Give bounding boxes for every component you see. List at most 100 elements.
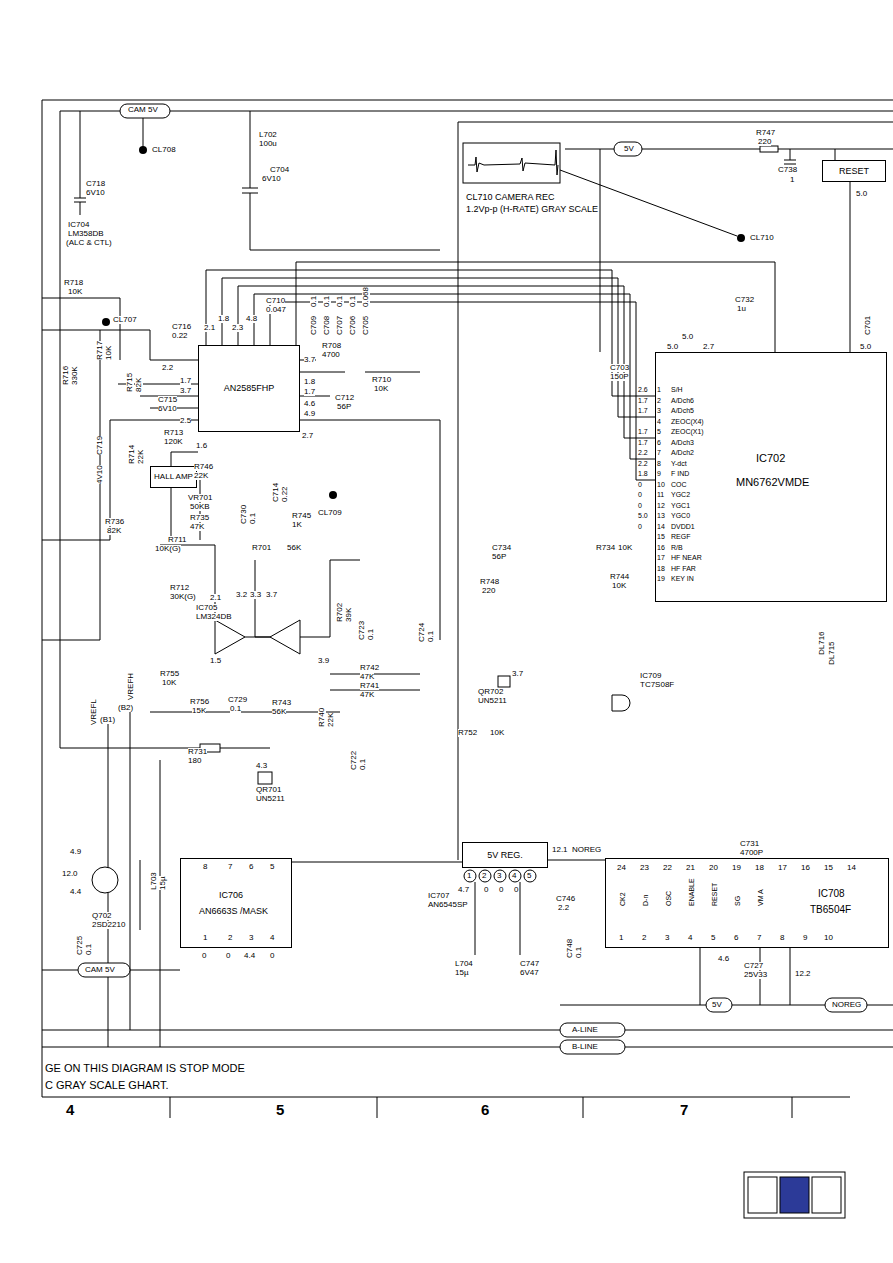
schematic-label: 5 [711, 934, 715, 942]
schematic-label: 4.4 [244, 952, 255, 960]
schematic-label: 6V10 [158, 405, 177, 413]
component-symbol [120, 104, 170, 118]
schematic-label: 0 [202, 952, 206, 960]
schematic-label: 2.5 [180, 417, 191, 425]
schematic-label: R712 [170, 584, 189, 592]
schematic-label: 180 [188, 757, 201, 765]
schematic-label: 0.1 [336, 296, 344, 307]
schematic-label: C708 [323, 316, 331, 335]
schematic-label: R746 [194, 463, 213, 471]
schematic-label: C723 [358, 621, 366, 640]
component-symbol [614, 142, 642, 156]
schematic-label: TC7S08F [640, 681, 674, 689]
schematic-label: 50KB [190, 503, 210, 511]
schematic-label: 56P [337, 403, 351, 411]
schematic-label: 1.2Vp-p (H-RATE) GRAY SCALE [466, 205, 598, 214]
schematic-label: R711 [168, 536, 187, 544]
schematic-label: R/B [671, 544, 683, 551]
schematic-label: C724 [418, 623, 426, 642]
schematic-label: A/Dch3 [671, 439, 694, 446]
schematic-label: 5 [270, 863, 274, 871]
ic-name: AN2585FHP [224, 384, 275, 393]
pin-circle [524, 870, 536, 882]
schematic-label: 0.22 [281, 486, 289, 502]
schematic-label: 8 [203, 863, 207, 871]
schematic-label: LM324DB [196, 613, 232, 621]
schematic-label: 3 [665, 934, 669, 942]
wire-line [150, 674, 420, 712]
schematic-label: 6V10 [86, 189, 105, 197]
schematic-label: 1 [203, 934, 207, 942]
schematic-label: D-n [642, 895, 649, 906]
schematic-label: 9 [657, 470, 661, 477]
schematic-label: 3 [249, 934, 253, 942]
wire-line [60, 111, 893, 860]
wire-line [560, 170, 737, 236]
wire-line [42, 100, 893, 1118]
schematic-label: 17 [657, 554, 665, 561]
schematic-label: 2.7 [302, 432, 313, 440]
component-symbol [258, 772, 272, 784]
schematic-label: SG [734, 896, 741, 906]
schematic-label: R740 [318, 708, 326, 727]
schematic-label: 0.1 [323, 296, 331, 307]
schematic-label: C GRAY SCALE GHART. [45, 1080, 168, 1091]
pin-circle [737, 234, 745, 242]
schematic-label: R742 [360, 664, 379, 672]
schematic-label: C709 [310, 316, 318, 335]
component-symbol [760, 146, 778, 152]
schematic-label: 10 [824, 934, 833, 942]
schematic-label: VREFL [90, 699, 98, 725]
schematic-label: 14 [847, 864, 856, 872]
pin-circle [102, 318, 110, 326]
schematic-label: 16 [801, 864, 810, 872]
schematic-label: 3.7 [180, 387, 191, 395]
schematic-label: 4 [66, 1102, 74, 1117]
schematic-label: C718 [86, 180, 105, 188]
wire-line [74, 111, 143, 215]
ic-box: HALL AMP [150, 466, 197, 488]
schematic-label: 3.3 [250, 591, 261, 599]
schematic-label: 20 [709, 864, 718, 872]
schematic-label: R755 [160, 670, 179, 678]
wire-line [42, 330, 198, 540]
schematic-label: A/Dch5 [671, 407, 694, 414]
schematic-label: QR701 [256, 786, 281, 794]
schematic-label: 2.3 [232, 324, 243, 332]
schematic-label: 3 [657, 407, 661, 414]
component-symbol [780, 1177, 809, 1213]
schematic-label: YGC0 [671, 512, 690, 519]
schematic-label: 17 [778, 864, 787, 872]
schematic-label: CL709 [318, 509, 342, 517]
schematic-label: 82K [107, 527, 121, 535]
schematic-label: 6V47 [520, 969, 539, 977]
schematic-label: 3.7 [512, 670, 523, 678]
schematic-label: 1K [292, 521, 302, 529]
schematic-label: 0 [514, 886, 518, 894]
schematic-label: 10K [162, 679, 176, 687]
component-symbol [498, 676, 510, 687]
schematic-label: 0.1 [367, 629, 375, 640]
schematic-label: 2SD2210 [92, 921, 125, 929]
schematic-label: R714 [128, 445, 136, 464]
schematic-label: C727 [744, 962, 763, 970]
wire-line [42, 970, 893, 1047]
schematic-label: ZEOC(X4) [671, 418, 704, 425]
schematic-label: CAM 5V [128, 106, 158, 114]
schematic-label: 4 [688, 934, 692, 942]
schematic-label: 4.4 [70, 888, 81, 896]
schematic-label: C725 [76, 936, 84, 955]
schematic-label: 0.1 [85, 944, 93, 955]
schematic-label: R752 [458, 729, 477, 737]
schematic-label: Q702 [92, 912, 112, 920]
schematic-label: C712 [335, 394, 354, 402]
schematic-label: C719 [96, 436, 104, 455]
schematic-label: 9 [803, 934, 807, 942]
schematic-label: 5 [276, 1102, 284, 1117]
schematic-label: CL710 [750, 234, 774, 242]
schematic-label: CAM 5V [85, 966, 115, 974]
schematic-label: RESET [711, 883, 718, 906]
schematic-label: YGC2 [671, 491, 690, 498]
schematic-label: 5.0 [856, 190, 867, 198]
